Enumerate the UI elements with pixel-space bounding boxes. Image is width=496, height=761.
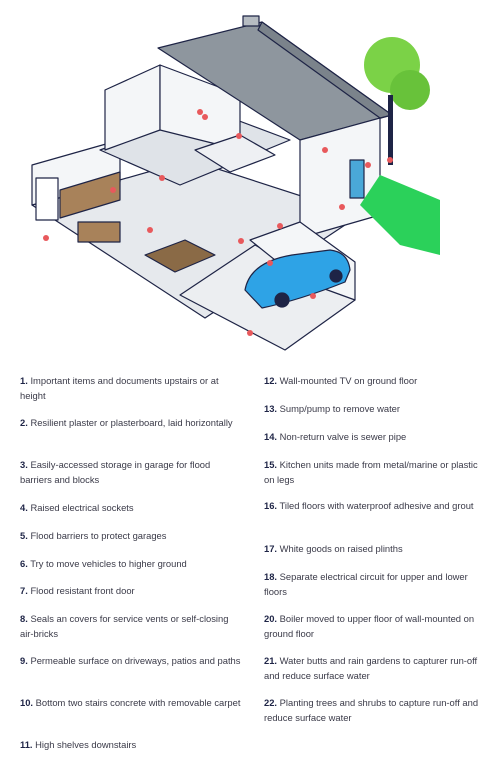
car-wheel-rear xyxy=(329,269,343,283)
legend-item: 14. Non-return valve is sewer pipe xyxy=(264,431,407,442)
legend-item: 3. Easily-accessed storage in garage for… xyxy=(20,459,211,485)
legend-item: 13. Sump/pump to remove water xyxy=(264,403,401,414)
legend-item: 6. Try to move vehicles to higher ground xyxy=(20,558,187,569)
front-door xyxy=(349,159,365,199)
house-flood-resilience-illustration xyxy=(31,15,440,351)
legend-item: 10. Bottom two stairs concrete with remo… xyxy=(20,697,241,708)
legend-item: 18. Separate electrical circuit for uppe… xyxy=(264,571,468,597)
marker-dot xyxy=(238,238,244,244)
legend-item: 1. Important items and documents upstair… xyxy=(20,375,219,401)
legend-item: 22. Planting trees and shrubs to capture… xyxy=(264,697,479,723)
legend-item: 8. Seals an covers for service vents or … xyxy=(20,613,229,639)
legend-item: 2. Resilient plaster or plasterboard, la… xyxy=(20,417,233,428)
marker-dot xyxy=(147,227,153,233)
kitchen-counter xyxy=(59,171,121,219)
marker-dot xyxy=(247,330,253,336)
car-wheel-front xyxy=(274,292,290,308)
dining-table xyxy=(144,239,216,273)
marker-dot xyxy=(43,235,49,241)
marker-dot xyxy=(322,147,328,153)
lawn xyxy=(360,175,440,255)
legend-item: 11. High shelves downstairs xyxy=(20,739,137,750)
legend-item: 7. Flood resistant front door xyxy=(20,585,135,596)
marker-dot xyxy=(197,109,203,115)
marker-dot xyxy=(387,157,393,163)
marker-dot xyxy=(365,162,371,168)
legend-item: 21. Water butts and rain gardens to capt… xyxy=(264,655,478,681)
tree-canopy-2 xyxy=(390,70,430,110)
legend-item: 20. Boiler moved to upper floor of wall-… xyxy=(264,613,475,639)
chimney xyxy=(242,15,260,27)
marker-dot xyxy=(277,223,283,229)
bed xyxy=(194,134,276,173)
tree-trunk xyxy=(388,95,393,165)
marker-dot xyxy=(202,114,208,120)
fridge xyxy=(35,177,59,221)
legend-item: 15. Kitchen units made from metal/marine… xyxy=(264,459,478,485)
legend-item: 16. Tiled floors with waterproof adhesiv… xyxy=(264,500,474,511)
marker-dot xyxy=(159,175,165,181)
legend-item: 5. Flood barriers to protect garages xyxy=(20,530,167,541)
legend-item: 17. White goods on raised plinths xyxy=(264,543,403,554)
marker-dot xyxy=(236,133,242,139)
legend-item: 12. Wall-mounted TV on ground floor xyxy=(264,375,418,386)
legend: 1. Important items and documents upstair… xyxy=(0,370,496,760)
marker-dot xyxy=(267,260,273,266)
legend-item: 4. Raised electrical sockets xyxy=(20,502,134,513)
marker-dot xyxy=(339,204,345,210)
legend-item: 9. Permeable surface on driveways, patio… xyxy=(20,655,241,666)
marker-dot xyxy=(310,293,316,299)
marker-dot xyxy=(110,187,116,193)
kitchen-island xyxy=(77,221,121,243)
